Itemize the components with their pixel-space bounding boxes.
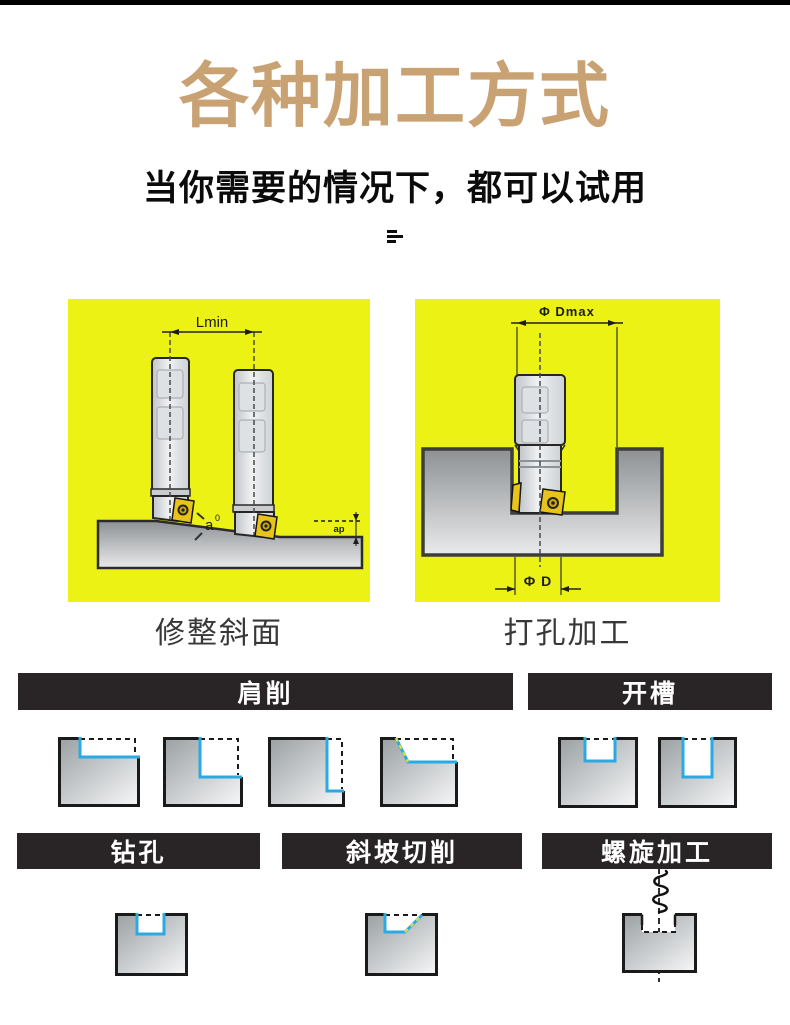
milling-cutter-left [150, 357, 195, 524]
dmax-label: Φ Dmax [539, 304, 595, 319]
ramp-cutting-diagram [365, 913, 438, 976]
panel-slope-finishing: ap a 0 [68, 299, 370, 602]
section-label: 螺旋加工 [600, 839, 713, 867]
section-label: 斜坡切削 [345, 839, 458, 867]
workpiece-pocket [421, 447, 664, 557]
shoulder-diagram-2 [163, 737, 243, 807]
ap-dimension: ap [314, 512, 360, 546]
section-bar-helical-machining: 螺旋加工 [542, 833, 772, 869]
drilling-diagram [115, 913, 188, 976]
angle-dimension: a 0 [194, 512, 220, 541]
workpiece-slope [96, 519, 364, 570]
shoulder-diagram-4-ramp [380, 737, 458, 807]
page-title: 各种加工方式 [179, 57, 611, 135]
section-bar-ramp-cutting: 斜坡切削 [282, 833, 522, 869]
shoulder-diagram-3 [268, 737, 345, 807]
milling-cutter [510, 374, 566, 516]
angle-label: a [205, 517, 214, 534]
lmin-dimension: Lmin [162, 314, 262, 335]
slot-diagram-2 [658, 737, 737, 808]
helix-icon [652, 869, 669, 914]
section-bar-shoulder-milling: 肩削 [18, 673, 513, 710]
caption-hole-machining: 打孔加工 [503, 617, 632, 650]
section-label: 开槽 [621, 679, 678, 708]
carbide-insert [510, 482, 522, 513]
helical-machining-diagram [622, 868, 697, 982]
hole-machining-diagram: Φ Dmax [421, 304, 664, 595]
page-subtitle: 当你需要的情况下，都可以试用 [142, 169, 647, 208]
shoulder-diagram-1 [58, 737, 140, 807]
slope-finishing-diagram: ap a 0 [96, 314, 364, 570]
divider-mark-icon [387, 230, 407, 245]
panel-hole-machining: Φ Dmax [415, 299, 720, 602]
slot-diagram-1 [558, 737, 638, 808]
section-label: 钻孔 [110, 839, 167, 867]
caption-slope-finishing: 修整斜面 [155, 617, 283, 650]
top-border [0, 0, 790, 5]
section-bar-drilling: 钻孔 [17, 833, 260, 869]
d-label: Φ D [524, 573, 553, 589]
lmin-label: Lmin [196, 314, 229, 331]
section-bar-slotting: 开槽 [528, 673, 772, 710]
d-dimension: Φ D [495, 557, 581, 595]
ap-label: ap [333, 524, 344, 535]
angle-sup-label: 0 [215, 513, 220, 523]
milling-cutter-right [232, 369, 278, 540]
workpiece-block [622, 913, 697, 973]
section-label: 肩削 [237, 679, 294, 708]
